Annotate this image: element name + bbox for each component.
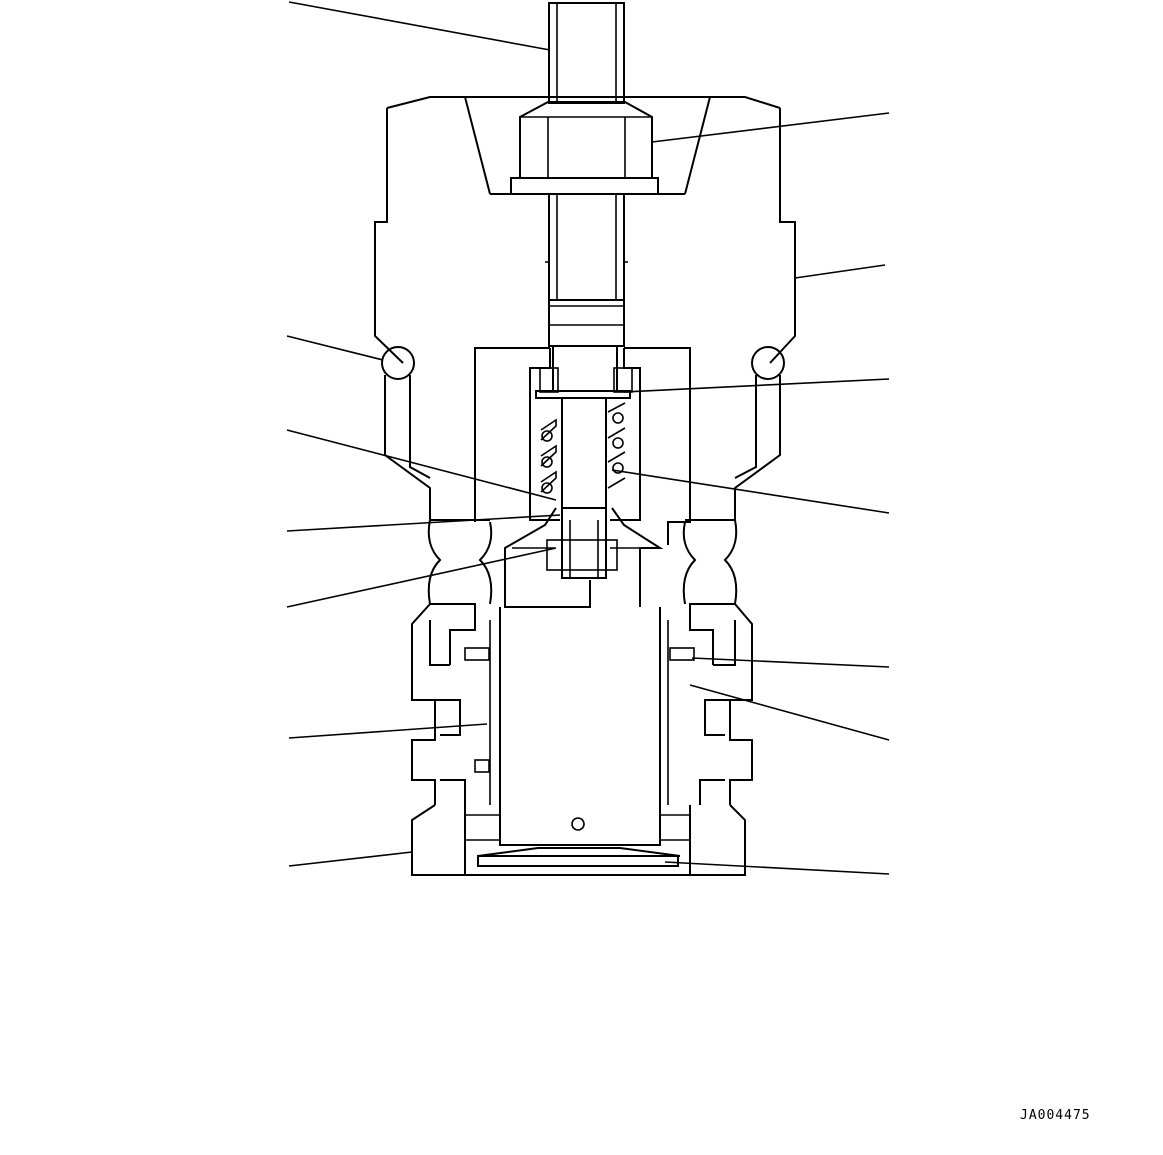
leader-line-lock-nut — [651, 112, 890, 143]
leader-lines — [286, 1, 890, 875]
leader-line-spring — [611, 469, 890, 514]
leader-line-rod — [286, 429, 557, 501]
valve-cover — [374, 96, 796, 364]
adjusting-screw — [548, 2, 625, 104]
seat-ring — [477, 847, 681, 867]
leader-line-poppet — [286, 547, 557, 608]
leader-line-seat — [286, 514, 561, 532]
bottom-flange — [411, 804, 746, 876]
spring — [540, 402, 626, 494]
leader-line-flange — [288, 851, 413, 867]
leader-line-o-ring — [691, 657, 890, 668]
leader-line-seat-ring — [664, 861, 890, 875]
leader-line-main-piston — [288, 723, 488, 739]
figure-code-label: JA004475 — [1020, 1108, 1091, 1123]
right-steel-ball — [751, 346, 785, 380]
leader-line-backup-ring — [689, 684, 890, 741]
main-piston — [464, 607, 695, 846]
leader-line-cover — [794, 264, 886, 279]
piston-rod — [552, 345, 618, 509]
poppet — [504, 507, 664, 608]
left-steel-ball — [381, 346, 415, 380]
spring-chamber — [529, 348, 641, 521]
valve-body — [384, 347, 781, 805]
threaded-sleeve — [545, 193, 628, 347]
leader-line-left-ball — [286, 335, 384, 361]
lock-nut — [510, 101, 659, 195]
leader-line-adjusting-screw — [288, 1, 551, 51]
leader-line-retainer — [623, 378, 890, 393]
